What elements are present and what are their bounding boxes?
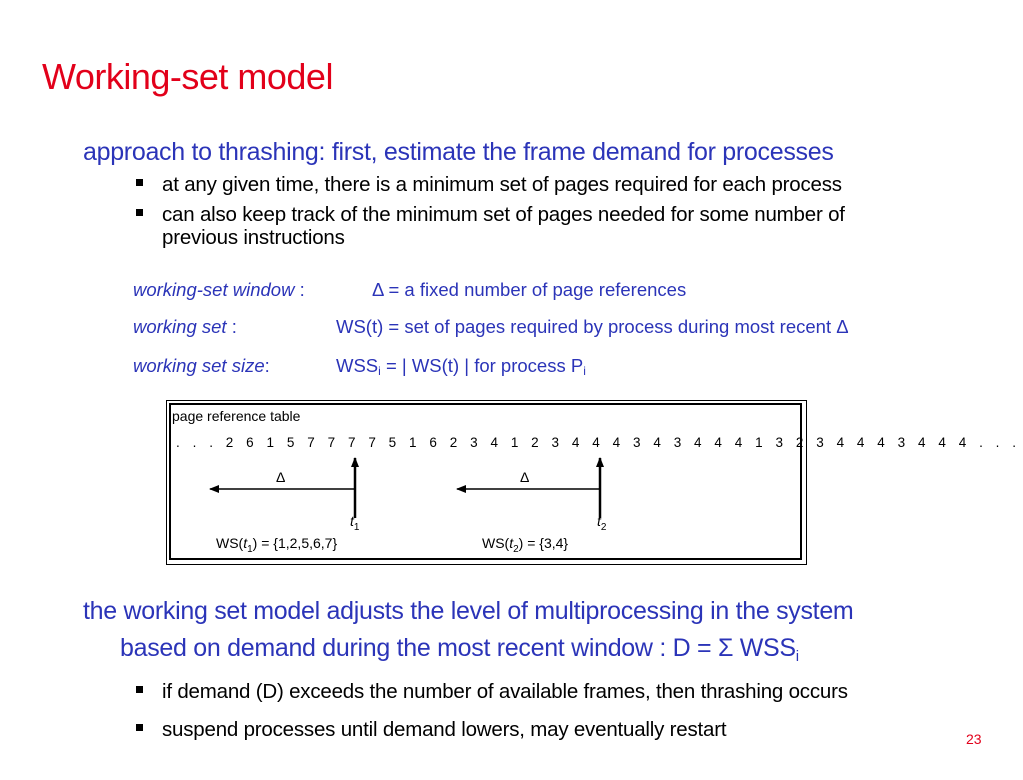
conclusion-line-2: based on demand during the most recent w…	[120, 634, 799, 665]
ws-t1-sub: 1	[247, 544, 253, 555]
bullet-marker	[136, 209, 143, 216]
def-size-sub: i	[378, 364, 381, 378]
ws-t2-sub: 2	[513, 544, 519, 555]
def-set-value: WS(t) = set of pages required by process…	[336, 316, 849, 337]
t2-letter: t	[597, 513, 601, 529]
delta-label-2: Δ	[520, 469, 530, 485]
bullet-marker	[136, 686, 143, 693]
intro-bullet-2-text: can also keep track of the minimum set o…	[162, 203, 845, 226]
ws-t2-t: t	[509, 535, 514, 551]
def-window-term-text: working-set window	[133, 279, 295, 300]
conclusion-bullet-1: if demand (D) exceeds the number of avai…	[136, 680, 848, 704]
figure-frame-inner	[169, 403, 802, 560]
t2-sub: 2	[600, 522, 607, 533]
intro-bullet-2: can also keep track of the minimum set o…	[136, 203, 845, 227]
ws-t2-label: WS(t2) = {3,4}	[482, 535, 569, 555]
conclusion-bullet-1-text: if demand (D) exceeds the number of avai…	[162, 680, 848, 703]
slide-title: Working-set model	[42, 56, 333, 97]
def-size-term-text: working set size	[133, 355, 265, 376]
t2-label: t2	[597, 513, 606, 533]
def-size-term: working set size:	[133, 355, 270, 377]
def-size-value: WSSi = | WS(t) | for process Pi	[336, 355, 586, 377]
def-size-sep: :	[264, 355, 270, 376]
intro-heading: approach to thrashing: first, estimate t…	[83, 138, 834, 166]
conclusion-line-1: the working set model adjusts the level …	[83, 597, 854, 625]
reference-sequence: . . . 2 6 1 5 7 7 7 7 5 1 6 2 3 4 1 2 3 …	[176, 435, 1021, 450]
t1-sub: 1	[353, 522, 360, 533]
ws-t1-b: ) = {1,2,5,6,7}	[252, 535, 338, 551]
def-window-value: Δ = a fixed number of page references	[372, 279, 687, 300]
intro-bullet-1-text: at any given time, there is a minimum se…	[162, 173, 842, 196]
def-size-sub2: i	[583, 364, 586, 378]
delta-label-1: Δ	[276, 469, 286, 485]
conclusion-line-2-sub: i	[795, 648, 799, 665]
page-number: 23	[966, 731, 982, 747]
conclusion-bullet-2-text: suspend processes until demand lowers, m…	[162, 718, 727, 741]
def-set-sep: :	[226, 316, 237, 337]
intro-bullet-2-cont: previous instructions	[162, 226, 345, 249]
ws-t1-label: WS(t1) = {1,2,5,6,7}	[216, 535, 338, 555]
figure-frame-outer	[166, 400, 807, 565]
def-window-sep: :	[294, 279, 305, 300]
bullet-marker	[136, 724, 143, 731]
def-window-term: working-set window :	[133, 279, 305, 301]
ws-t1-t: t	[243, 535, 248, 551]
conclusion-bullet-2: suspend processes until demand lowers, m…	[136, 718, 727, 742]
t1-letter: t	[350, 513, 354, 529]
def-size-a: WSS	[336, 355, 379, 376]
def-set-term-text: working set	[133, 316, 227, 337]
intro-bullet-1: at any given time, there is a minimum se…	[136, 173, 842, 197]
ws-t1-a: WS(	[216, 535, 244, 551]
conclusion-line-2-text: based on demand during the most recent w…	[120, 634, 796, 662]
ws-t2-a: WS(	[482, 535, 510, 551]
figure-label: page reference table	[172, 408, 301, 424]
ws-t2-b: ) = {3,4}	[518, 535, 569, 551]
t1-label: t1	[350, 513, 359, 533]
bullet-marker	[136, 179, 143, 186]
def-size-b: = | WS(t) | for process P	[380, 355, 584, 376]
def-set-term: working set :	[133, 316, 237, 338]
